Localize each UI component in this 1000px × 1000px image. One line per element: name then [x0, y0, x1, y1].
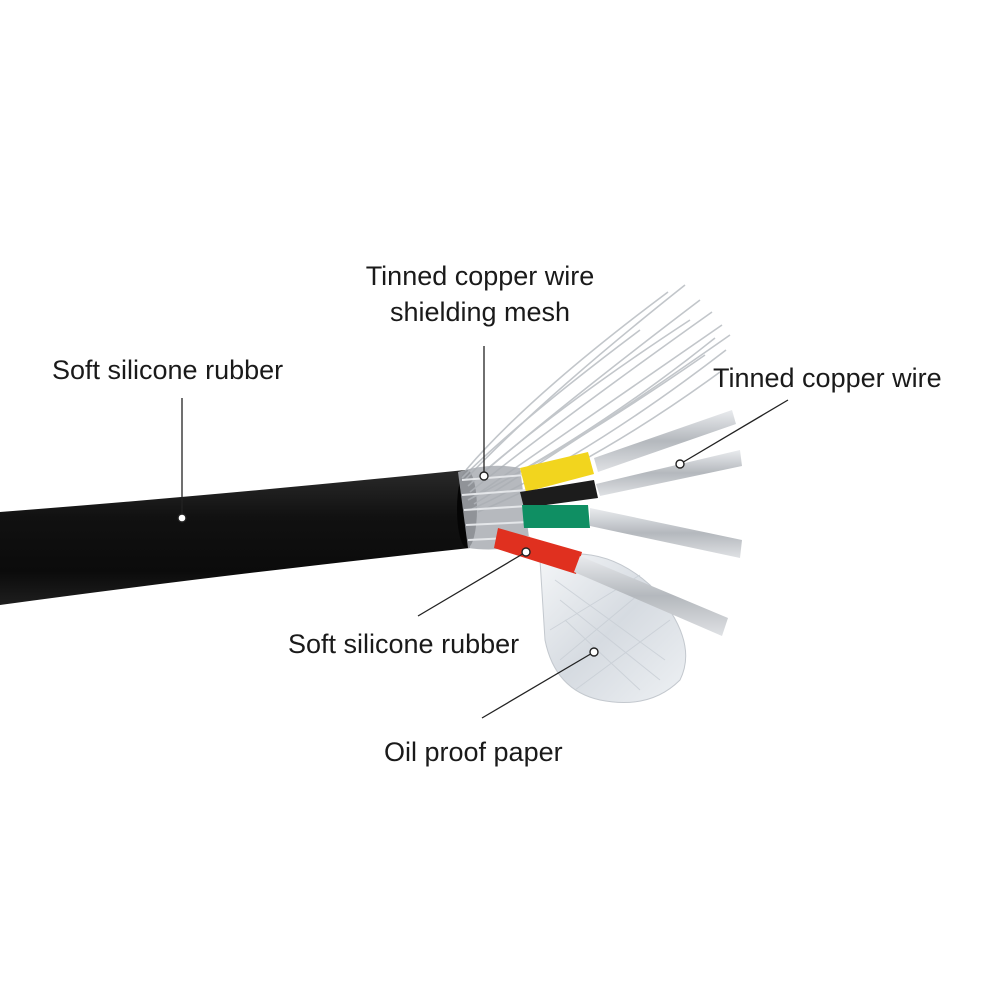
label-tinned-copper-wire: Tinned copper wire: [713, 363, 942, 393]
label-core-insulation: Soft silicone rubber: [288, 629, 520, 659]
outer-jacket: [0, 470, 470, 605]
tinned-copper-strands: [574, 410, 742, 636]
leader-lines: [181, 346, 789, 719]
label-oil-proof-paper: Oil proof paper: [384, 737, 563, 767]
core-yellow: [520, 452, 594, 492]
label-shielding-mesh-line1: Tinned copper wire: [365, 261, 595, 291]
core-red: [494, 528, 582, 574]
label-shielding-mesh-line2: shielding mesh: [389, 297, 571, 327]
label-outer-jacket: Soft silicone rubber: [52, 355, 284, 385]
shield-mesh-wrap: [458, 465, 531, 550]
label-shielding-mesh: Tinned copper wire shielding mesh: [355, 258, 605, 330]
core-black: [520, 480, 598, 508]
core-green: [522, 505, 590, 528]
leader-dots: [177, 459, 685, 657]
